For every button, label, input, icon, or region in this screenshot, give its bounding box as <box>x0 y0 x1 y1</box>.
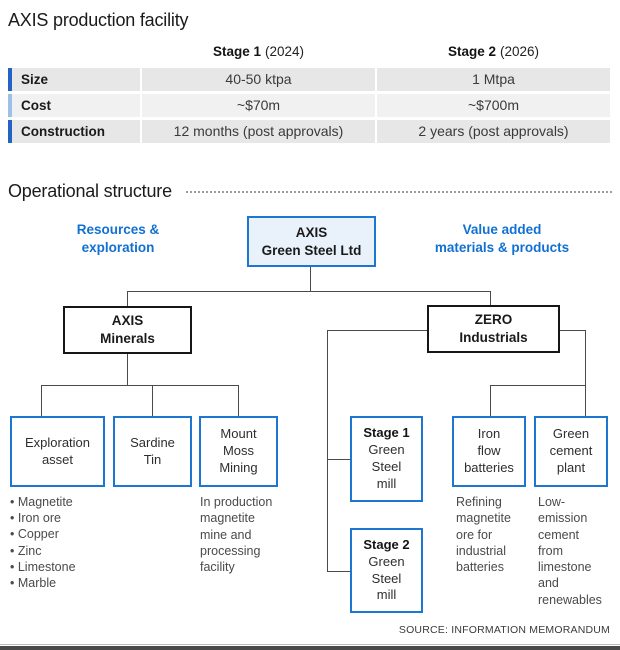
connector-top-horizontal <box>127 291 491 292</box>
stage2-header-year: (2026) <box>500 44 540 59</box>
list-item: Marble <box>10 575 76 591</box>
table-col-header-stage2: Stage 2 (2026) <box>377 44 610 59</box>
cost-stage2-value: ~$700m <box>377 94 610 117</box>
connector-to-zero-industrials <box>490 291 491 306</box>
size-accent-bar <box>8 68 12 91</box>
list-item: Magnetite <box>10 494 76 510</box>
section-title-operational-structure: Operational structure <box>8 181 172 201</box>
connector-to-stage2 <box>327 571 350 572</box>
construction-accent-bar <box>8 120 12 143</box>
size-stage1-value: 40-50 ktpa <box>142 68 375 91</box>
source-note: SOURCE: INFORMATION MEMORANDUM <box>398 624 610 636</box>
connector-root-down <box>310 267 311 291</box>
bottom-rule-bar <box>0 646 620 650</box>
connector-to-mount-moss <box>238 385 239 416</box>
connector-zero-right <box>560 330 585 331</box>
report-title: AXIS production facility <box>8 10 189 30</box>
box-iron-flow-batteries: Iron flow batteries <box>452 416 526 487</box>
table-row-size-label: Size <box>8 68 140 91</box>
box-zero-industrials: ZERO Industrials <box>427 305 560 353</box>
table-row-construction-label: Construction <box>8 120 140 143</box>
size-stage2-value: 1 Mtpa <box>377 68 610 91</box>
box-axis-green-steel: AXIS Green Steel Ltd <box>247 216 376 267</box>
stage1-box-title: Stage 1 <box>363 425 410 441</box>
mount-moss-caption: In production magnetite mine and process… <box>200 495 273 574</box>
stage2-box-body: Green Steel mill <box>368 553 405 603</box>
box-exploration-asset: Exploration asset <box>10 416 105 487</box>
box-stage2-green-steel-mill: Stage 2 Green Steel mill <box>350 528 423 613</box>
dotted-rule <box>186 191 612 193</box>
connector-to-exploration <box>41 385 42 416</box>
connector-to-iron-flow <box>490 385 491 416</box>
connector-to-axis-minerals <box>127 291 128 306</box>
stage1-header-year: (2024) <box>265 44 305 59</box>
connector-stages-vertical <box>327 330 328 572</box>
connector-right-vertical <box>585 330 586 416</box>
list-item: Zinc <box>10 543 76 559</box>
box-stage1-green-steel-mill: Stage 1 Green Steel mill <box>350 416 423 502</box>
box-axis-minerals: AXIS Minerals <box>63 306 192 354</box>
minerals-bullet-list: Magnetite Iron ore Copper Zinc Limestone… <box>10 494 76 591</box>
table-col-header-stage1: Stage 1 (2024) <box>142 44 375 59</box>
list-item: Iron ore <box>10 510 76 526</box>
connector-minerals-down <box>127 354 128 385</box>
stage1-header-label: Stage 1 <box>212 44 261 59</box>
connector-right-horizontal <box>490 385 585 386</box>
green-cement-caption: Low- emission cement from limestone and … <box>538 495 602 607</box>
box-green-cement-plant: Green cement plant <box>534 416 608 487</box>
construction-stage2-value: 2 years (post approvals) <box>377 120 610 143</box>
cost-stage1-value: ~$70m <box>142 94 375 117</box>
cost-accent-bar <box>8 94 12 117</box>
cost-label: Cost <box>21 98 51 113</box>
label-resources-exploration: Resources & exploration <box>76 222 160 255</box>
iron-flow-caption: Refining magnetite ore for industrial ba… <box>456 495 511 574</box>
list-item: Limestone <box>10 559 76 575</box>
bottom-rule-thin <box>0 644 620 645</box>
connector-minerals-horizontal <box>41 385 239 386</box>
box-mount-moss-mining: Mount Moss Mining <box>199 416 278 487</box>
connector-to-sardine <box>152 385 153 416</box>
size-label: Size <box>21 72 49 87</box>
table-row-cost-label: Cost <box>8 94 140 117</box>
connector-zero-left <box>327 330 427 331</box>
construction-label: Construction <box>21 124 105 139</box>
stage2-header-label: Stage 2 <box>447 44 496 59</box>
box-sardine-tin: Sardine Tin <box>113 416 192 487</box>
connector-to-stage1 <box>327 459 350 460</box>
list-item: Copper <box>10 526 76 542</box>
label-value-added-products: Value added materials & products <box>434 222 570 255</box>
construction-stage1-value: 12 months (post approvals) <box>142 120 375 143</box>
stage2-box-title: Stage 2 <box>363 536 410 552</box>
stage1-box-body: Green Steel mill <box>368 442 405 491</box>
